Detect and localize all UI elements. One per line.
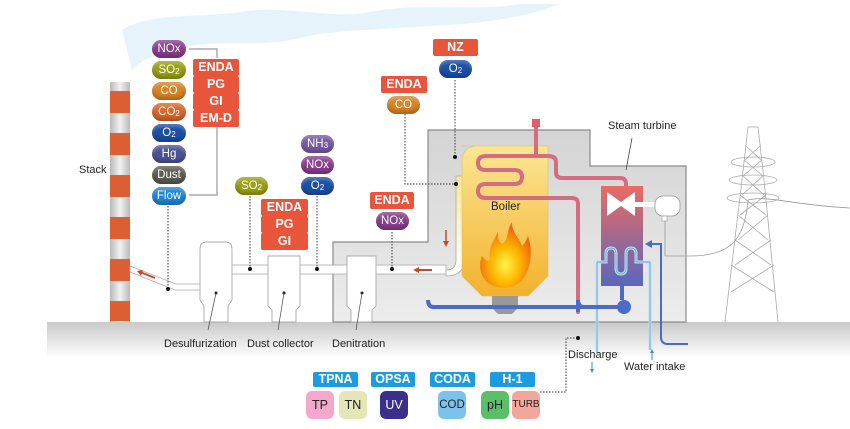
gas-name: NOx xyxy=(306,159,329,171)
analyzer-tag-nz[interactable]: NZ xyxy=(433,39,478,56)
gas-subscript: 2 xyxy=(175,67,180,76)
param-ph[interactable]: pH xyxy=(481,391,509,419)
gas-subscript: 2 xyxy=(257,183,263,192)
gas-pill-co2[interactable]: CO2 xyxy=(152,103,186,121)
steam-valve xyxy=(532,119,540,127)
gas-pill-flow[interactable]: Flow xyxy=(152,187,186,205)
steam-turbine-label: Steam turbine xyxy=(608,120,677,132)
denitration-unit xyxy=(346,255,377,323)
gas-name: NOx xyxy=(157,43,181,55)
power-line xyxy=(664,198,850,257)
gas-name: Hg xyxy=(161,148,177,160)
gas-name: O xyxy=(310,180,320,192)
gas-subscript: 2 xyxy=(319,183,325,192)
gas-name: SO xyxy=(158,64,176,76)
analyzer-tag-pg[interactable]: PG xyxy=(193,76,239,93)
param-tp[interactable]: TP xyxy=(306,391,334,419)
ground xyxy=(47,322,850,358)
gas-pill-co[interactable]: CO xyxy=(152,82,186,100)
flue-duct-riser xyxy=(445,175,465,277)
analyzer-tag-opsa[interactable]: OPSA xyxy=(371,372,415,387)
gas-pill-o2[interactable]: O2 xyxy=(152,124,186,142)
stack-label: Stack xyxy=(79,164,107,176)
gas-name: NH xyxy=(306,138,324,150)
gas-name: CO xyxy=(394,99,413,111)
flue-duct-main xyxy=(225,264,447,275)
gas-pill-so2[interactable]: SO2 xyxy=(152,61,186,79)
gas-name: SO xyxy=(240,180,258,192)
analyzer-tag-enda[interactable]: ENDA xyxy=(370,192,414,209)
analyzer-tag-gi[interactable]: GI xyxy=(261,233,308,250)
dust-collector-label: Dust collector xyxy=(247,338,314,350)
param-uv[interactable]: UV xyxy=(380,391,408,419)
denitration-label: Denitration xyxy=(332,338,386,350)
gas-subscript: 2 xyxy=(457,66,463,75)
gas-pill-o2-boiler[interactable]: O2 xyxy=(439,60,472,78)
gas-subscript: 2 xyxy=(171,130,176,139)
generator xyxy=(654,195,681,217)
gas-subscript: 3 xyxy=(323,141,329,150)
boiler-label: Boiler xyxy=(491,201,521,213)
water-intake-label: Water intake xyxy=(624,361,686,373)
gas-pill-nox[interactable]: NOx xyxy=(301,156,334,174)
analyzer-tag-gi[interactable]: GI xyxy=(193,93,239,110)
param-tn[interactable]: TN xyxy=(339,391,367,419)
desulfurization-label: Desulfurization xyxy=(164,338,237,350)
pump-icon xyxy=(617,300,631,314)
analyzer-tag-coda[interactable]: CODA xyxy=(430,372,475,387)
transmission-tower xyxy=(724,126,780,323)
flue-duct-to-stack xyxy=(129,265,201,291)
analyzer-tag-enda[interactable]: ENDA xyxy=(381,76,427,93)
gas-pill-nh3[interactable]: NH3 xyxy=(301,135,334,153)
gas-pill-o2[interactable]: O2 xyxy=(301,177,334,195)
gas-pill-nox-denitration-inlet[interactable]: NOx xyxy=(376,212,409,230)
gas-pill-nox[interactable]: NOx xyxy=(152,40,186,58)
leader-lines xyxy=(167,80,578,393)
stack-chimney xyxy=(110,82,130,322)
turbine-icon xyxy=(607,192,635,216)
param-turb[interactable]: TURB xyxy=(512,391,540,419)
gas-name: CO xyxy=(158,106,176,118)
analyzer-tag-enda[interactable]: ENDA xyxy=(261,199,308,216)
gas-name: O xyxy=(162,127,172,139)
gas-pill-hg[interactable]: Hg xyxy=(152,145,186,163)
gas-pill-co-boiler[interactable]: CO xyxy=(387,96,420,114)
gas-name: NOx xyxy=(381,215,404,227)
gas-name: CO xyxy=(160,85,178,97)
smoke-plume xyxy=(122,4,560,70)
desulfurization-unit xyxy=(199,241,233,323)
flow-arrow xyxy=(139,271,156,279)
analyzer-tag-h-1[interactable]: H-1 xyxy=(490,372,535,387)
gas-name: O xyxy=(448,63,458,75)
analyzer-tag-enda[interactable]: ENDA xyxy=(193,59,239,76)
param-cod[interactable]: COD xyxy=(438,391,466,419)
gas-pill-so2-desulf[interactable]: SO2 xyxy=(235,177,268,195)
analyzer-tag-pg[interactable]: PG xyxy=(261,216,308,233)
analyzer-tag-tpna[interactable]: TPNA xyxy=(313,372,358,387)
gas-pill-dust[interactable]: Dust xyxy=(152,166,186,184)
discharge-label: Discharge xyxy=(568,349,618,361)
dust-collector-unit xyxy=(267,255,301,323)
analyzer-tag-em-d[interactable]: EM-D xyxy=(193,110,239,127)
steam-pipe xyxy=(475,124,628,314)
water-intake-pipe xyxy=(650,243,688,345)
gas-name: Flow xyxy=(156,190,182,202)
flame-icon xyxy=(480,222,531,288)
gas-subscript: 2 xyxy=(175,109,180,118)
gas-name: Dust xyxy=(157,169,181,181)
